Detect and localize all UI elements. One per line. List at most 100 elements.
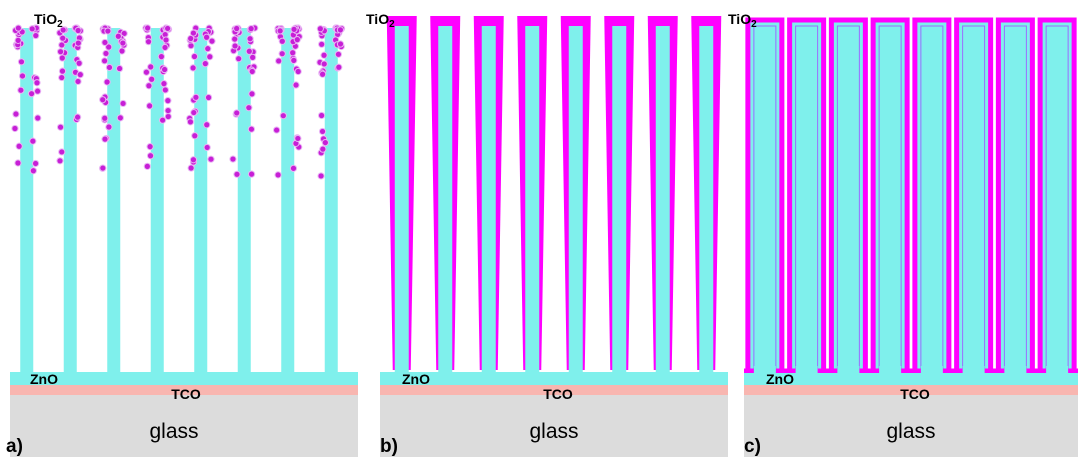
tio2-particle [249, 68, 255, 75]
zno-nanorod [836, 25, 860, 373]
tio2-particle [102, 136, 108, 142]
tio2-label-subscript: 2 [751, 19, 757, 30]
tio2-particle [34, 80, 40, 86]
tio2-particle [290, 165, 297, 171]
tio2-particle [248, 126, 255, 132]
zno-rod-foot [837, 366, 860, 376]
zno-rod-foot [879, 366, 902, 376]
tio2-particle [337, 41, 344, 47]
tio2-particle [247, 36, 253, 42]
tio2-particle [102, 58, 108, 64]
zno-nanorod [699, 26, 714, 372]
tio2-particle [59, 55, 65, 61]
zno-nanorod [962, 25, 986, 373]
tio2-particle [161, 66, 168, 73]
tio2-particle [205, 46, 211, 52]
tio2-particle [104, 79, 110, 85]
tio2-particle [147, 144, 153, 150]
tio2-particle [208, 156, 214, 162]
tio2-particle [293, 140, 299, 146]
tio2-particle [322, 139, 328, 146]
tio2-particle [59, 68, 66, 74]
tio2-particle [75, 40, 81, 46]
tio2-particle [165, 107, 171, 114]
tio2-label: TiO2 [34, 11, 63, 30]
tio2-particle [319, 128, 326, 135]
tco-label: TCO [900, 386, 930, 402]
tio2-particle [230, 156, 236, 162]
zno-nanorod [20, 28, 34, 372]
tco-label: TCO [543, 386, 573, 402]
tio2-particle [236, 56, 242, 62]
glass-substrate [744, 395, 1078, 457]
glass-substrate [380, 395, 728, 457]
tio2-particle [291, 57, 297, 63]
tio2-particle [30, 138, 36, 144]
glass-label: glass [886, 420, 935, 443]
tio2-particle [15, 25, 21, 31]
zno-nanorod [655, 26, 670, 372]
zno-nanorod [194, 28, 208, 372]
zno-nanorod [525, 26, 540, 372]
tio2-particle [318, 173, 324, 179]
glass-substrate [10, 395, 358, 457]
tio2-particle [74, 114, 81, 120]
tio2-particle [100, 165, 106, 171]
tio2-particle [33, 32, 39, 39]
tio2-particle [165, 113, 171, 120]
zno-nanorod [63, 28, 77, 372]
tio2-particle [106, 44, 112, 50]
tio2-particle [295, 68, 301, 75]
tio2-particle [204, 144, 210, 151]
tio2-particle [248, 26, 254, 32]
tio2-particle [106, 124, 112, 130]
tio2-particle [143, 69, 150, 75]
tio2-particle [28, 91, 35, 97]
tio2-particle [336, 64, 342, 70]
tio2-particle [249, 91, 255, 97]
tio2-particle [72, 69, 79, 75]
tio2-particle [193, 94, 199, 100]
tio2-particle [205, 94, 212, 101]
tio2-particle [15, 37, 21, 43]
tio2-particle [115, 33, 121, 39]
tio2-particle [279, 51, 285, 57]
tio2-particle [105, 28, 111, 34]
tio2-label: TiO2 [728, 11, 757, 30]
zno-nanorod [107, 28, 121, 372]
tio2-particle [57, 49, 64, 55]
tio2-label-main: TiO [728, 11, 751, 27]
tio2-particle [147, 103, 153, 109]
zno-nanorod [612, 26, 627, 372]
tio2-particle [207, 54, 213, 60]
tio2-particle [35, 115, 41, 121]
tio2-particle [279, 38, 285, 44]
tio2-particle [321, 61, 327, 67]
tco-label: TCO [171, 386, 201, 402]
tio2-particle [160, 117, 166, 123]
tio2-particle [321, 52, 327, 58]
tio2-particle [120, 40, 126, 46]
tio2-particle [106, 64, 113, 71]
tio2-particle [75, 78, 81, 85]
zno-label: ZnO [402, 371, 430, 387]
tio2-particle [121, 30, 127, 37]
zno-rod-foot [1004, 366, 1027, 376]
tio2-particle [248, 171, 255, 177]
zno-nanorod [568, 26, 583, 372]
tio2-particle [234, 171, 240, 177]
tio2-particle [337, 27, 344, 33]
tio2-particle [165, 25, 171, 32]
tio2-particle [15, 160, 21, 166]
tio2-particle [250, 54, 256, 60]
tco-layer [380, 385, 728, 395]
tio2-particle [76, 35, 83, 41]
tio2-particle [158, 54, 164, 60]
tio2-particle [188, 35, 194, 42]
tio2-particle [57, 158, 63, 164]
tio2-particle [162, 44, 168, 51]
tio2-particle [59, 74, 65, 81]
tio2-particle [161, 81, 167, 87]
